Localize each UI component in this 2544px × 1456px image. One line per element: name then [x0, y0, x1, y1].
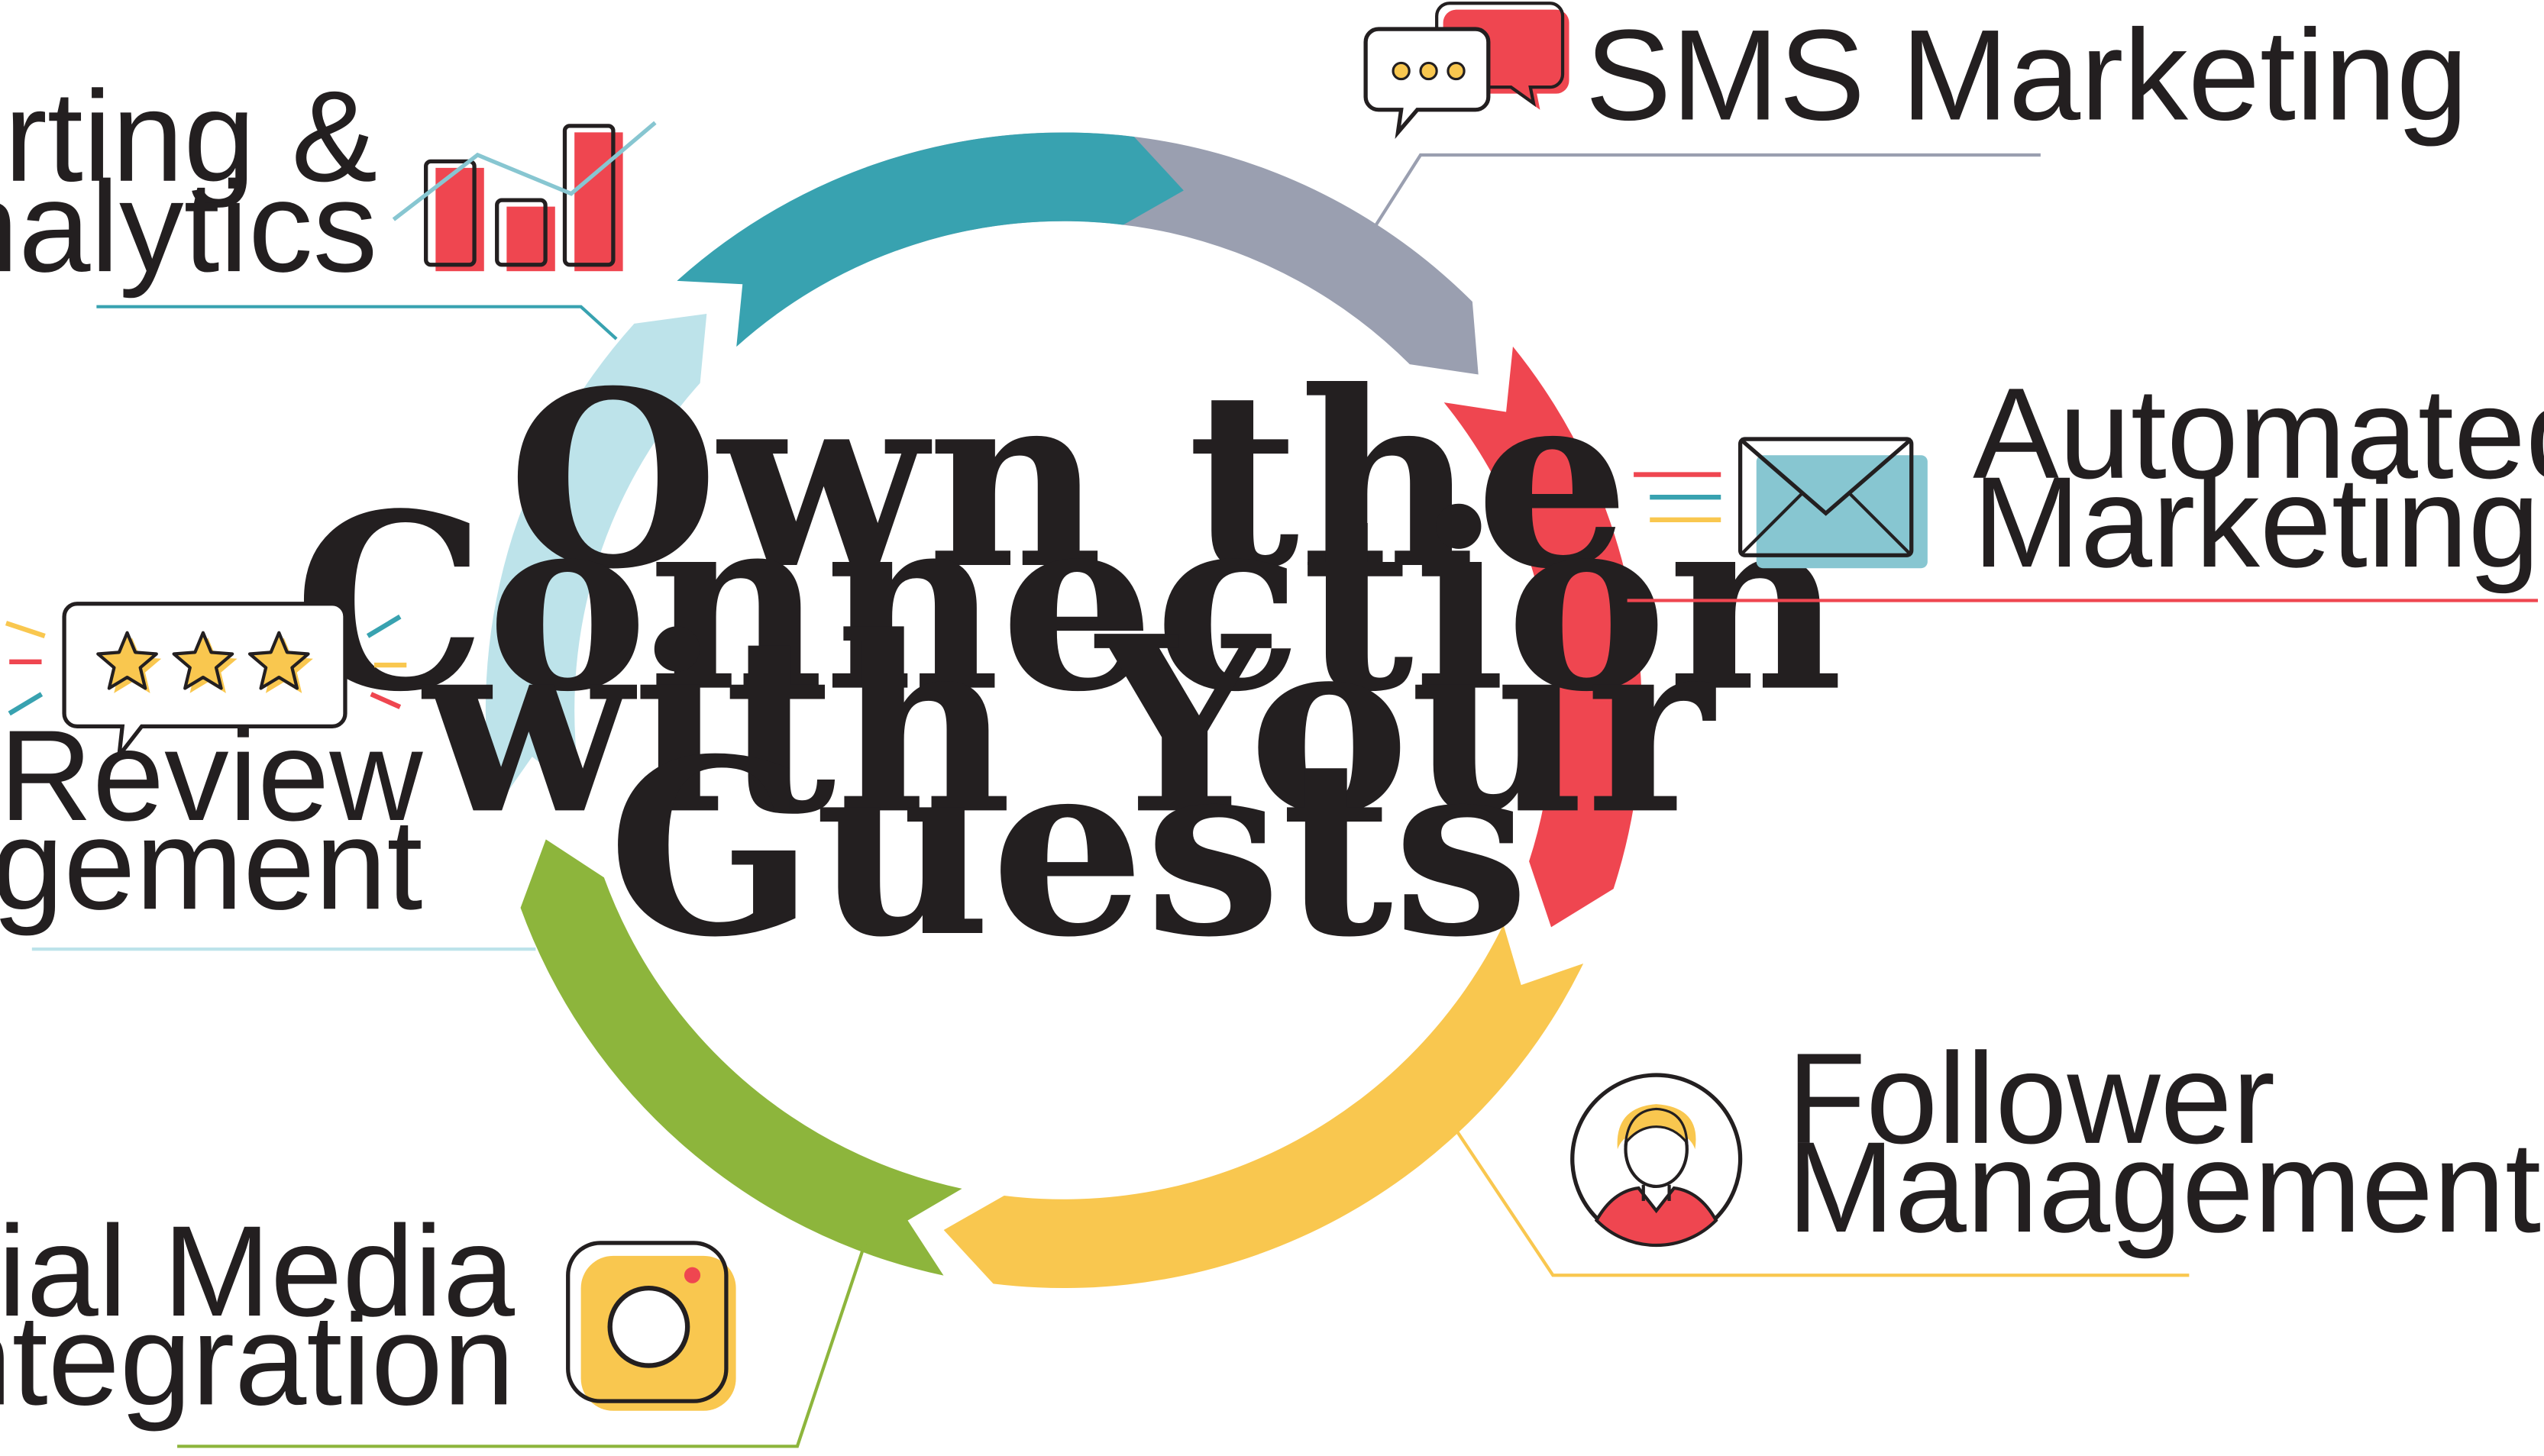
- email-arrow-segment: [1443, 346, 1642, 928]
- follower-management-group: Follower Management: [1454, 1026, 2541, 1277]
- title-line-2: Connection: [294, 460, 1844, 745]
- reporting-leader-line: [96, 305, 618, 341]
- instagram-camera-icon: [566, 1241, 736, 1411]
- review-label-line-2: Management: [0, 792, 422, 936]
- review-arrow-segment: [485, 313, 707, 811]
- bar-chart-icon: [392, 121, 657, 272]
- email-label-line-2: Marketing & Offers: [1973, 450, 2544, 594]
- social-leader-line: [177, 1242, 867, 1448]
- cycle-ring: [485, 132, 1642, 1289]
- follower-leader-line: [1454, 1128, 2190, 1277]
- user-avatar-icon: [1570, 1073, 1743, 1248]
- title-line-3: with Your: [420, 583, 1718, 867]
- star-1: [96, 631, 158, 690]
- reporting-label-line-2: Analytics: [0, 154, 377, 299]
- star-2: [172, 631, 234, 690]
- social-label-line-2: Integration: [0, 1287, 515, 1432]
- reporting-analytics-group: Reporting & Analytics: [0, 64, 657, 341]
- follower-label-line-2: Management: [1787, 1115, 2541, 1259]
- title-line-1: Own the: [508, 337, 1630, 622]
- review-management-group: Review Management: [0, 602, 536, 951]
- center-title: Own the Connection with Your Guests: [294, 337, 1844, 990]
- reporting-arrow-segment: [677, 132, 1184, 347]
- chat-bubbles-icon: [1363, 2, 1569, 139]
- follower-label-line-1: Follower: [1787, 1026, 2275, 1170]
- star-rating-icon: [5, 602, 407, 763]
- reporting-label-line-1: Reporting &: [0, 64, 377, 208]
- sms-marketing-group: SMS Marketing: [1363, 2, 2468, 228]
- follower-arrow-segment: [943, 925, 1584, 1289]
- star-3: [247, 631, 310, 690]
- social-media-group: Social Media Integration: [0, 1199, 867, 1448]
- sms-leader-line: [1374, 153, 2041, 228]
- sms-label-line-1: SMS Marketing: [1586, 2, 2468, 147]
- social-arrow-segment: [520, 839, 962, 1276]
- email-label-line-1: Automated Email: [1973, 361, 2544, 505]
- title-line-4: Guests: [608, 705, 1530, 990]
- social-label-line-1: Social Media: [0, 1199, 516, 1343]
- envelope-icon: [1634, 437, 1928, 569]
- email-marketing-group: Automated Email Marketing & Offers: [1627, 361, 2544, 602]
